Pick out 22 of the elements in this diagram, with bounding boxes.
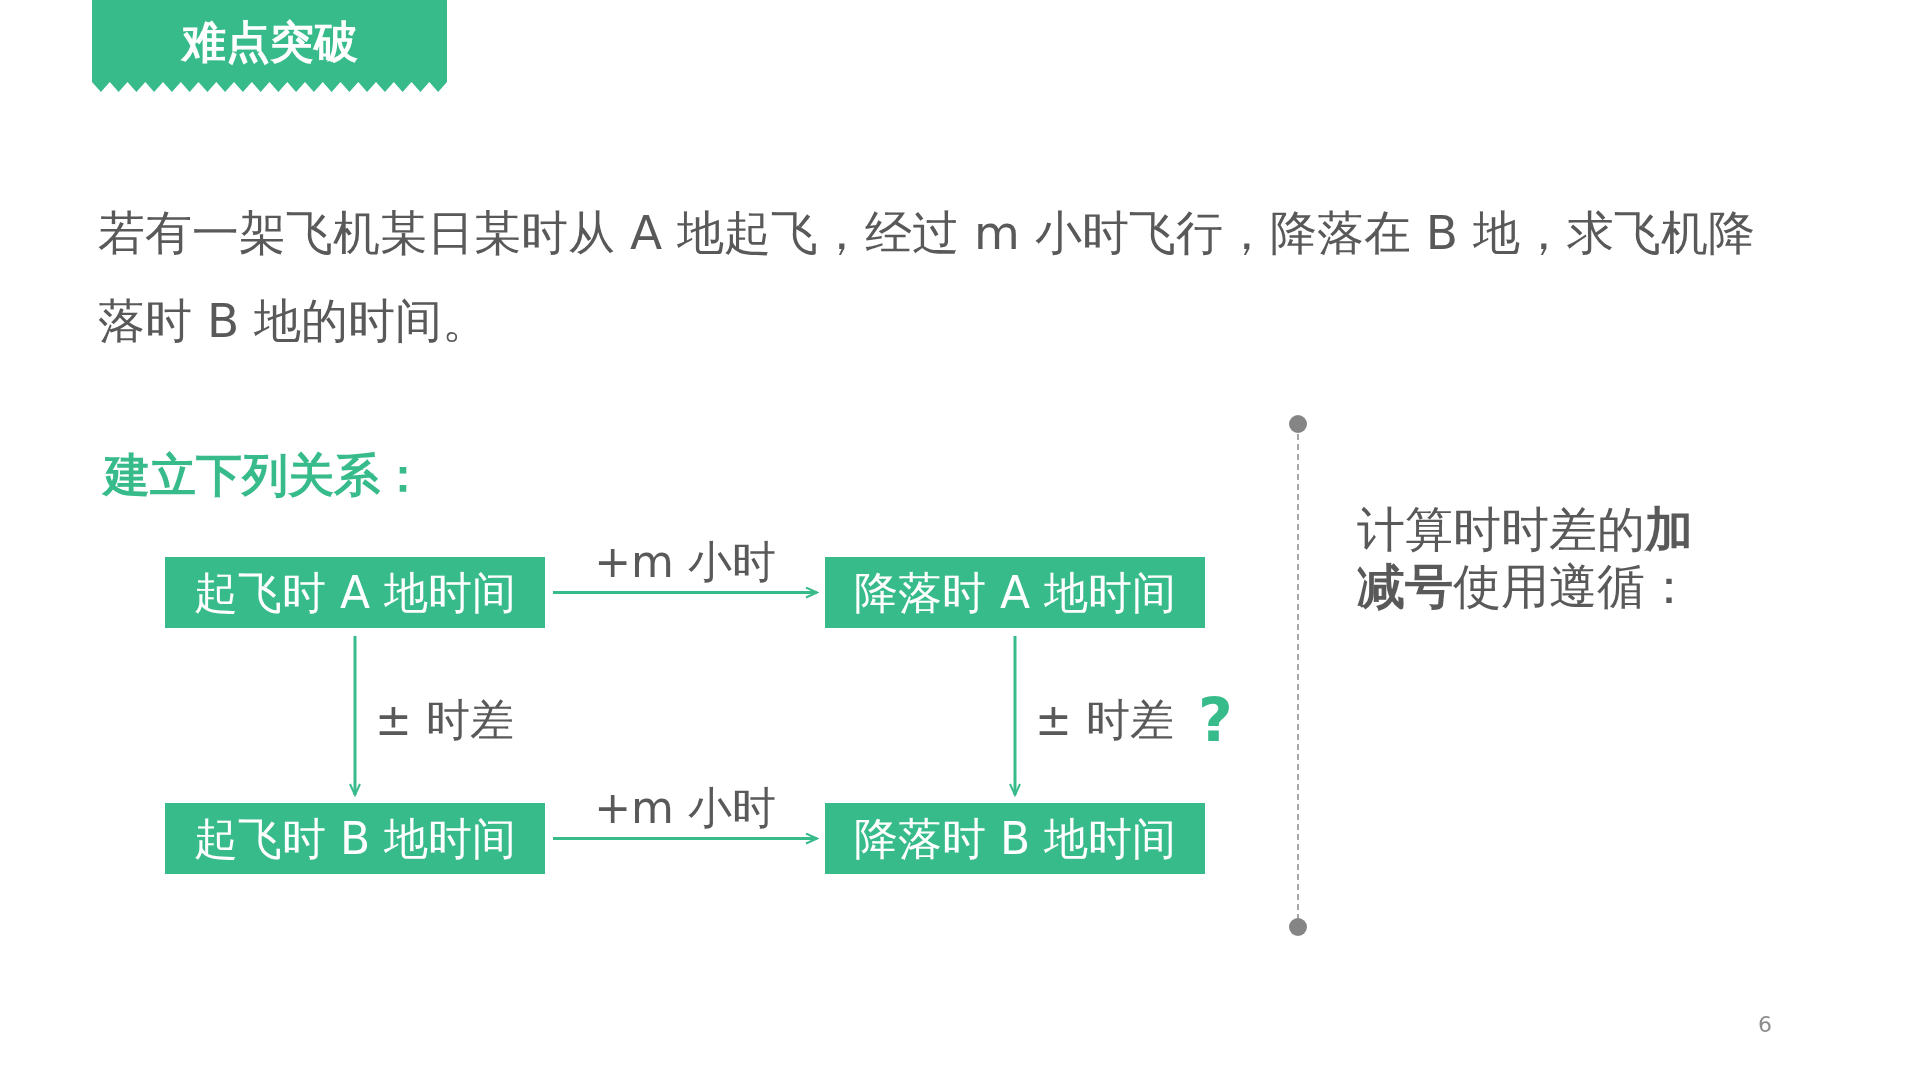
question-mark: ?	[1198, 688, 1233, 752]
process-box	[165, 803, 545, 874]
node-label: 降落时 A 地时间	[853, 566, 1177, 619]
arrow	[1009, 636, 1021, 796]
node-label: 降落时 B 地时间	[853, 812, 1177, 865]
page-number: 6	[1758, 1012, 1772, 1038]
node-label: 起飞时 B 地时间	[193, 812, 517, 865]
question-text: 若有一架飞机某日某时从 A 地起飞，经过 m 小时飞行，降落在 B 地，求飞机降落时 B 地的时间。	[98, 204, 1756, 350]
arrow	[553, 832, 818, 845]
section-heading: 建立下列关系：	[104, 447, 426, 503]
node-label: 起飞时 A 地时间	[193, 566, 517, 619]
title-banner: 难点突破	[92, 0, 447, 92]
process-box	[825, 803, 1205, 874]
edge-label: +m 小时	[594, 782, 776, 833]
edge-label: ± 时差	[375, 694, 514, 745]
note-text: 计算时时差的加减号使用遵循：	[1357, 501, 1694, 615]
process-box	[165, 557, 545, 628]
arrow	[553, 586, 818, 599]
edge-label: ± 时差	[1035, 694, 1174, 745]
edge-label: +m 小时	[594, 536, 776, 587]
arrow	[349, 636, 361, 796]
process-box	[825, 557, 1205, 628]
